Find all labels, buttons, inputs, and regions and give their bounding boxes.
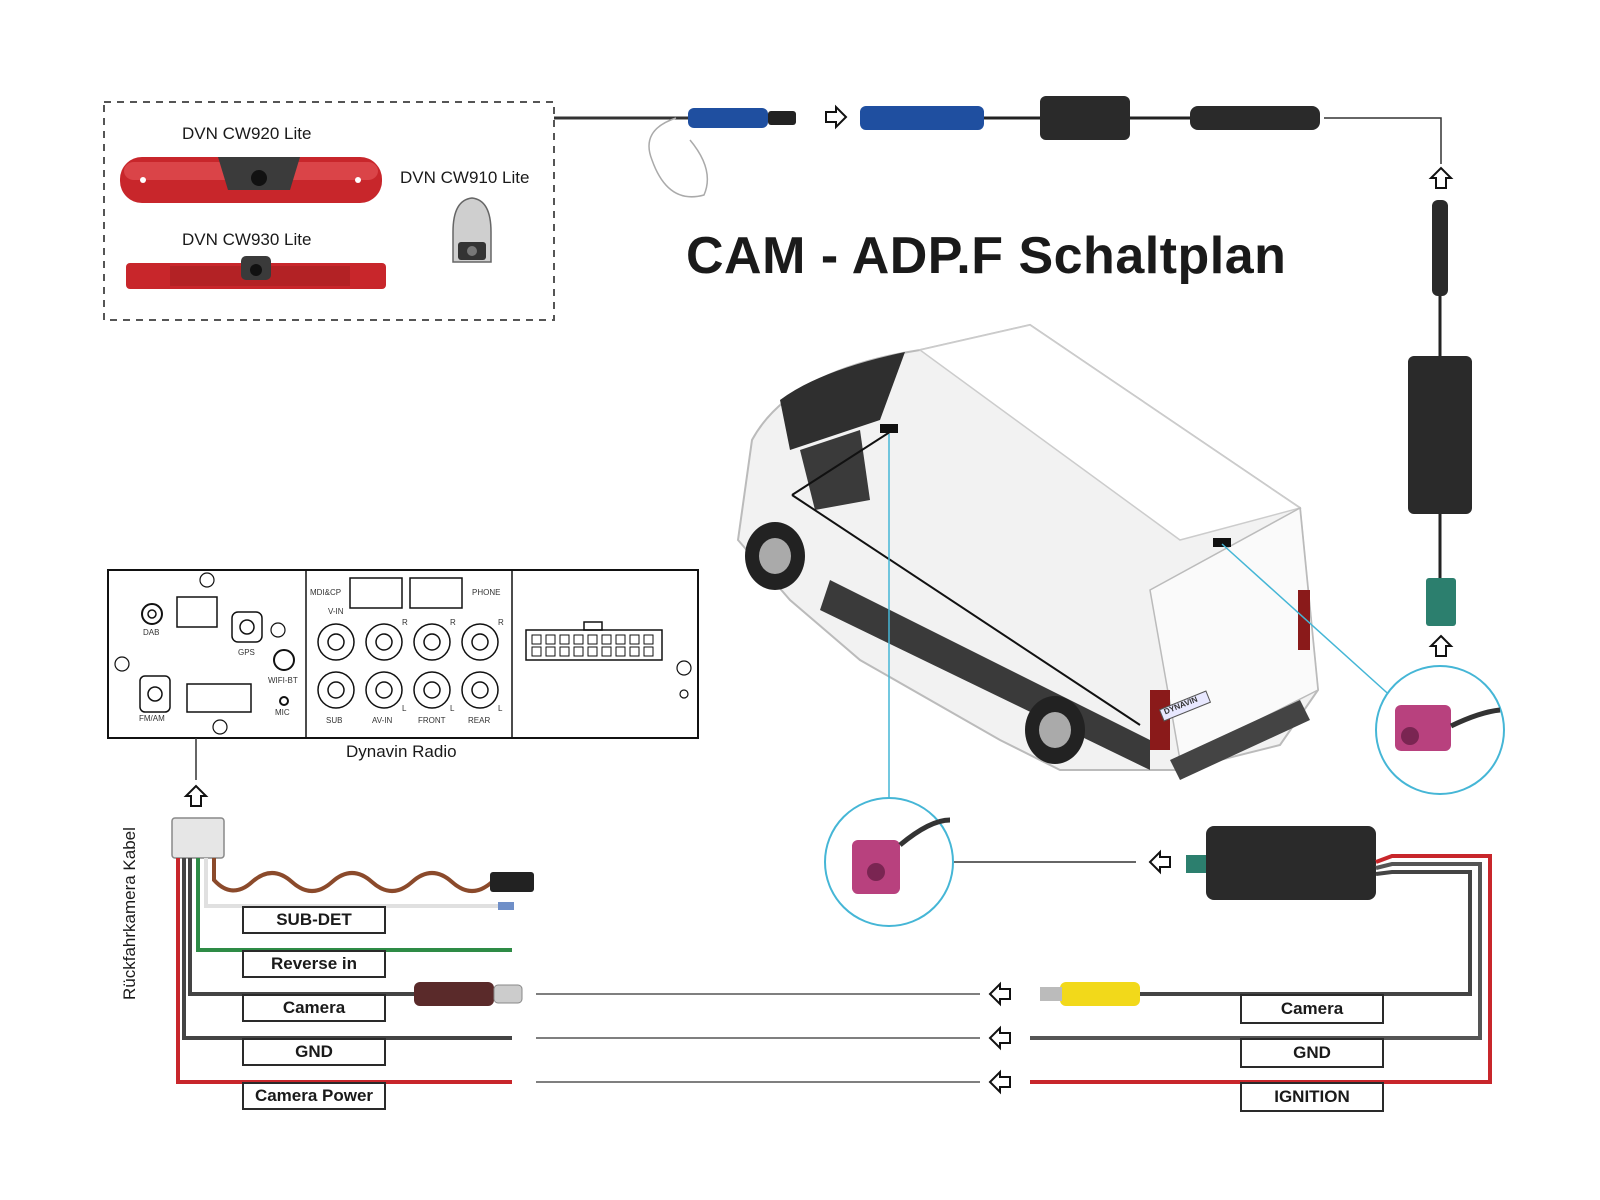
cw910-label: DVN CW910 Lite (400, 168, 530, 187)
blue-connector-female (860, 106, 984, 130)
label-sub-det: SUB-DET (242, 906, 386, 934)
label-reverse-in: Reverse in (242, 950, 386, 978)
label-ignition: IGNITION (1240, 1082, 1384, 1112)
port-rear: REAR (468, 716, 491, 725)
arrow-right-top (825, 104, 848, 130)
port-dab: DAB (143, 628, 160, 637)
label-gnd-left: GND (242, 1038, 386, 1066)
arrow-left-camera (988, 981, 1011, 1007)
arrow-left-fakra (1148, 849, 1171, 875)
arrow-left-ignition (988, 1069, 1011, 1095)
label-camera-right: Camera (1240, 994, 1384, 1024)
port-wifi-bt: WIFI-BT (268, 676, 298, 685)
rca-yellow-connector (1040, 982, 1140, 1006)
label-camera-power: Camera Power (242, 1082, 386, 1110)
port-fm-am: FM/AM (139, 714, 165, 723)
label-gnd-right: GND (1240, 1038, 1384, 1068)
arrow-left-gnd (988, 1025, 1011, 1051)
port-phone: PHONE (472, 588, 501, 597)
arrow-up-right-2 (1428, 634, 1454, 657)
van-illustration (736, 323, 1320, 780)
right-adapter-box (1408, 356, 1472, 514)
arrow-up-right-1 (1428, 166, 1454, 189)
cw930-label: DVN CW930 Lite (182, 230, 312, 249)
black-molex-plug (490, 872, 534, 892)
fakra-green-connector (1426, 578, 1456, 626)
cw930-light (126, 256, 386, 289)
harness-label: Rückfahrkamera Kabel (120, 827, 139, 1000)
port-av-in: AV-IN (372, 716, 393, 725)
bottom-adapter-box (1206, 826, 1376, 900)
cw920-label: DVN CW920 Lite (182, 124, 312, 143)
port-sub: SUB (326, 716, 343, 725)
blue-connector-male (688, 108, 796, 128)
fakra-pink-front (852, 817, 951, 894)
rca-female-connector (414, 982, 523, 1006)
port-r3: R (498, 618, 504, 627)
port-r2: R (450, 618, 456, 627)
port-vin: V-IN (328, 607, 344, 616)
port-mdi-cp: MDI&CP (310, 588, 342, 597)
port-l3: L (498, 704, 503, 713)
port-r1: R (402, 618, 408, 627)
dynavin-radio-panel (107, 569, 699, 739)
port-gps: GPS (238, 648, 255, 657)
cw920-light (120, 157, 382, 203)
port-mic: MIC (275, 708, 290, 717)
port-l2: L (450, 704, 455, 713)
fakra-pink-rear (1395, 705, 1501, 751)
radio-label: Dynavin Radio (346, 742, 457, 761)
cw910-camera (452, 197, 492, 263)
top-adapter-box (1040, 96, 1130, 140)
black-connector-top (1190, 106, 1320, 130)
label-camera-left: Camera (242, 994, 386, 1022)
arrow-up-harness (183, 784, 209, 807)
camera-options-frame (103, 101, 555, 321)
port-l1: L (402, 704, 407, 713)
diagram-title: CAM - ADP.F Schaltplan (686, 227, 1287, 285)
harness-plug (171, 817, 225, 859)
port-front: FRONT (418, 716, 446, 725)
